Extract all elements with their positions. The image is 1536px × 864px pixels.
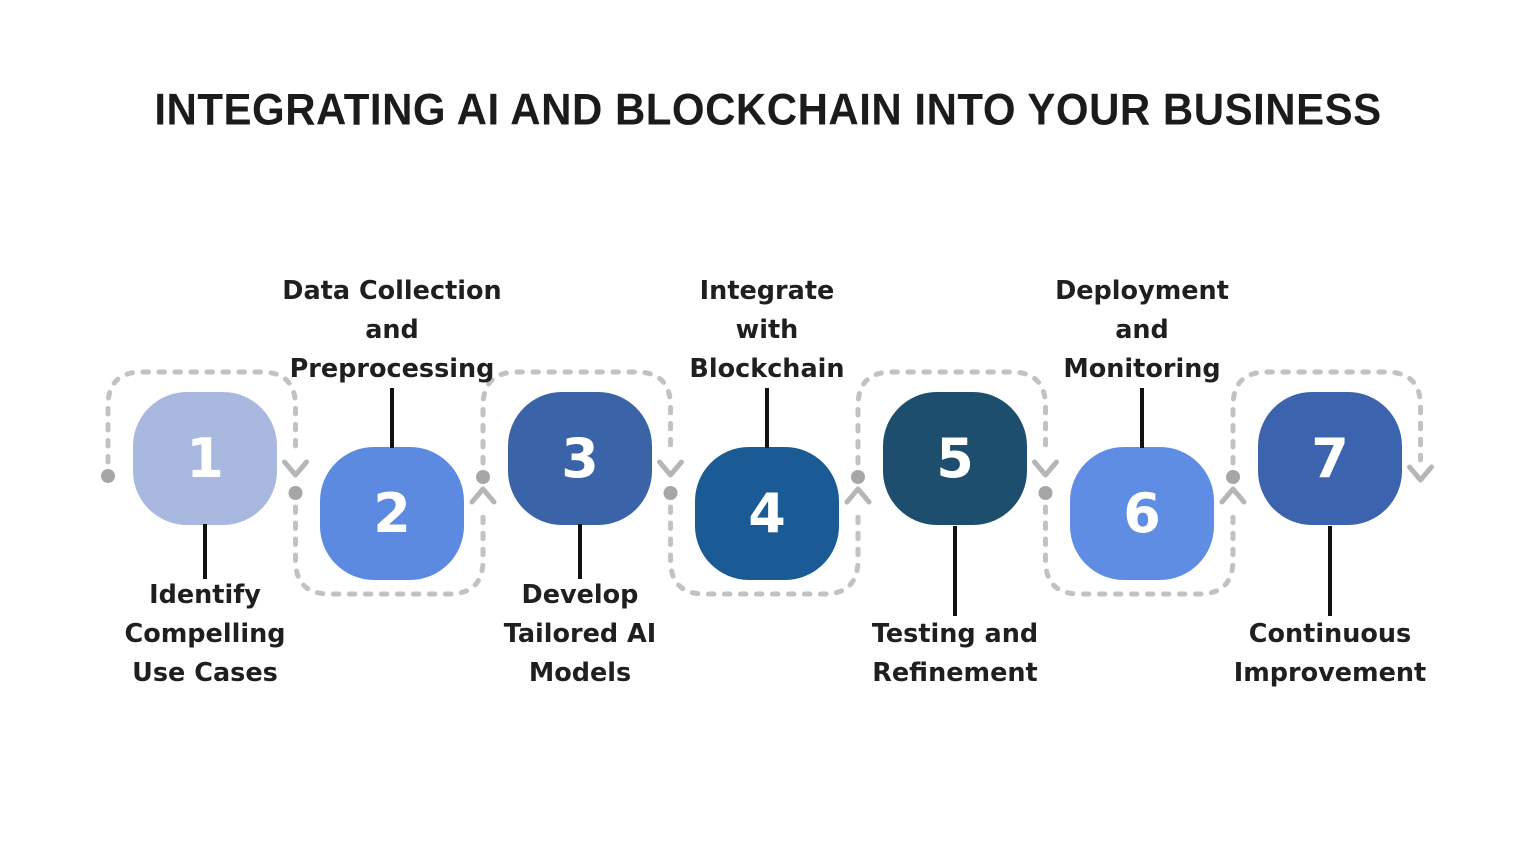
step-number: 1 <box>186 426 224 490</box>
step-squircle: 5 <box>883 392 1027 525</box>
dashed-segment <box>855 369 1048 466</box>
flow-start-dot <box>101 469 115 483</box>
label-connector-line <box>390 388 394 448</box>
flow-arrow-up-icon <box>844 486 872 505</box>
flow-node-dot <box>288 486 303 500</box>
flow-node-dot <box>476 470 490 484</box>
dashed-segment <box>105 369 298 465</box>
flow-arrow-down-icon <box>1407 464 1434 483</box>
step-squircle: 7 <box>1258 392 1402 525</box>
step-number: 4 <box>748 481 786 545</box>
step-squircle: 3 <box>508 392 652 525</box>
flow-arrow-down-icon <box>1032 459 1059 478</box>
step-number: 2 <box>373 481 411 545</box>
page-title: INTEGRATING AI AND BLOCKCHAIN INTO YOUR … <box>154 84 1382 135</box>
flow-node-dot <box>1226 470 1240 484</box>
step-squircle: 2 <box>320 447 464 580</box>
label-connector-line <box>765 388 769 448</box>
step-squircle: 4 <box>695 447 839 580</box>
label-connector-line <box>953 526 957 616</box>
dashed-segment <box>1043 504 1236 597</box>
step-number: 7 <box>1311 426 1349 490</box>
label-connector-line <box>1328 526 1332 616</box>
flow-arrow-up-icon <box>1219 486 1247 505</box>
dashed-segment <box>668 504 861 597</box>
flow-arrow-down-icon <box>282 459 309 478</box>
dashed-segment <box>293 504 486 597</box>
flow-node-dot <box>851 470 865 484</box>
flow-node-dot <box>663 486 678 500</box>
step-squircle: 6 <box>1070 447 1214 580</box>
dashed-segment <box>480 369 673 466</box>
label-connector-line <box>578 524 582 579</box>
flow-arrow-down-icon <box>657 459 684 478</box>
dashed-segment <box>1230 369 1423 466</box>
flow-node-dot <box>1038 486 1053 500</box>
label-connector-line <box>203 524 207 579</box>
label-connector-line <box>1140 388 1144 448</box>
step-number: 3 <box>561 426 599 490</box>
step-squircle: 1 <box>133 392 277 525</box>
step-number: 5 <box>936 426 974 490</box>
flow-arrow-up-icon <box>469 486 497 505</box>
step-number: 6 <box>1123 481 1161 545</box>
